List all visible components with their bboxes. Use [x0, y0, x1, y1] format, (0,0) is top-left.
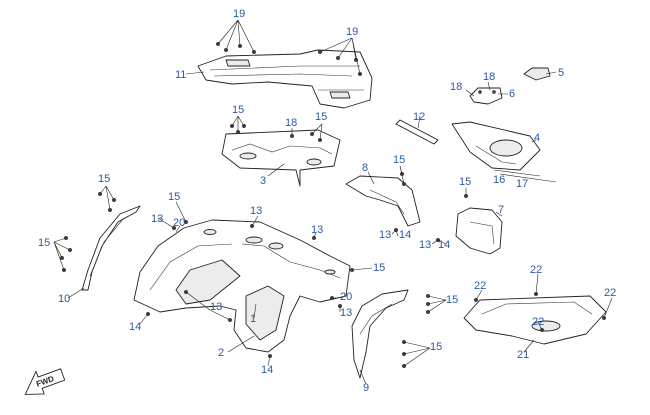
- callout-13: 13: [151, 213, 163, 225]
- callout-6: 6: [509, 88, 515, 100]
- callout-15: 15: [232, 104, 244, 116]
- leader-lines: [53, 19, 613, 385]
- callout-5: 5: [558, 67, 564, 79]
- callout-22: 22: [604, 287, 616, 299]
- flare-part-9: [351, 289, 409, 379]
- callout-15: 15: [315, 111, 327, 123]
- callout-18: 18: [450, 81, 462, 93]
- flare-part-10: [81, 205, 141, 291]
- callout-13: 13: [379, 229, 391, 241]
- callout-15: 15: [459, 176, 471, 188]
- callout-7: 7: [498, 204, 504, 216]
- callout-13: 13: [210, 301, 222, 313]
- callout-11: 11: [175, 69, 186, 81]
- callout-13: 13: [311, 224, 323, 236]
- callout-14: 14: [129, 321, 141, 333]
- callout-1: 1: [250, 313, 256, 325]
- housing-part-4: [451, 121, 541, 171]
- bracket-part-5: [523, 67, 551, 81]
- callout-10: 10: [58, 293, 70, 305]
- callout-18: 18: [483, 71, 495, 83]
- callout-20: 20: [340, 291, 352, 303]
- rod-part-12: [395, 119, 439, 145]
- callout-18: 18: [285, 117, 297, 129]
- callout-15: 15: [373, 262, 385, 274]
- callout-22: 22: [530, 264, 542, 276]
- bracket-part-6: [469, 87, 503, 105]
- callout-19: 19: [346, 26, 358, 38]
- callout-12: 12: [413, 111, 425, 123]
- callout-22: 22: [474, 280, 486, 292]
- callout-14: 14: [399, 229, 411, 241]
- rear-fender-part-2: [133, 219, 351, 353]
- callout-20: 20: [173, 217, 185, 229]
- rear-rack-part-11: [197, 49, 373, 109]
- callout-14: 14: [438, 239, 450, 251]
- callout-13: 13: [419, 239, 431, 251]
- forward-arrow-icon: FWD: [24, 368, 66, 395]
- callout-9: 9: [363, 382, 369, 394]
- callout-15: 15: [446, 294, 458, 306]
- callout-15: 15: [430, 341, 442, 353]
- callout-4: 4: [534, 132, 540, 144]
- callout-14: 14: [261, 364, 273, 376]
- callout-2: 2: [218, 347, 224, 359]
- callout-13: 13: [250, 205, 262, 217]
- callout-22: 22: [532, 316, 544, 328]
- callout-19: 19: [233, 8, 245, 20]
- callout-13: 13: [340, 307, 352, 319]
- callout-8: 8: [362, 162, 368, 174]
- skid-plate-part-21: [463, 295, 607, 345]
- bracket-part-7: [455, 207, 503, 255]
- callout-labels: 19 19 11 18 18 5 6 12 4 15 18 15 3 8 15 …: [38, 8, 616, 394]
- callout-21: 21: [517, 349, 529, 361]
- callout-17: 17: [516, 178, 528, 190]
- rear-panel-part-3: [221, 129, 341, 187]
- callout-15: 15: [168, 191, 180, 203]
- callout-15: 15: [98, 173, 110, 185]
- bracket-part-8: [345, 175, 421, 227]
- callout-16: 16: [493, 174, 505, 186]
- callout-15: 15: [393, 154, 405, 166]
- callout-15: 15: [38, 237, 50, 249]
- callout-3: 3: [260, 175, 266, 187]
